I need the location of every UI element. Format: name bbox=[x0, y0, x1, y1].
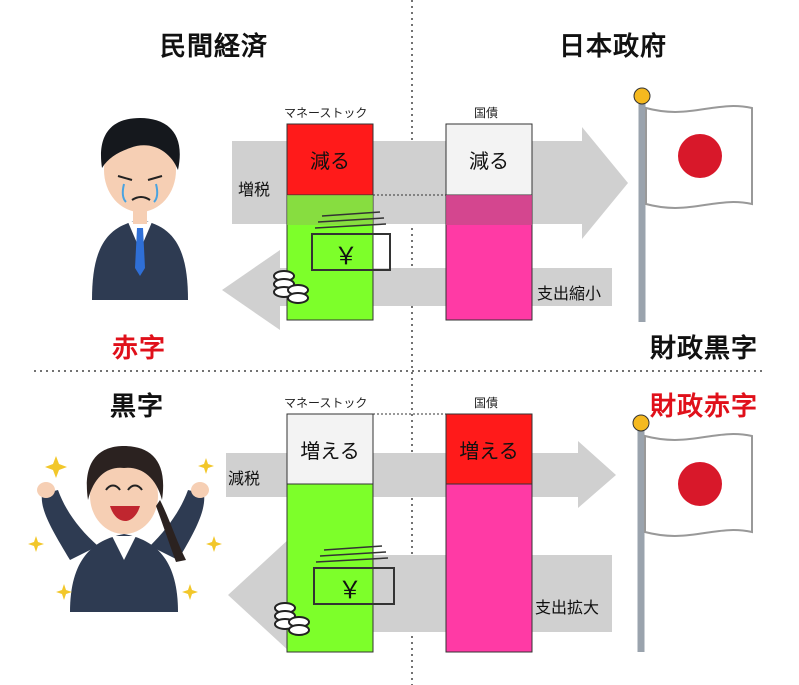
top-tax-label: 増税 bbox=[238, 180, 271, 199]
bottom-money-box-text: 増える bbox=[300, 438, 360, 463]
yen-symbol: ￥ bbox=[334, 242, 358, 270]
top-bond-overlap bbox=[446, 195, 532, 225]
top-money-reduced-box bbox=[286, 123, 374, 196]
top-bond-box-text: 減る bbox=[469, 149, 509, 173]
bottom-gov-status: 財政赤字 bbox=[650, 392, 759, 422]
top-gov-status: 財政黒字 bbox=[650, 334, 759, 364]
bottom-bond-bar bbox=[445, 483, 533, 653]
bottom-money-stock-label: マネーストック bbox=[284, 396, 368, 410]
sparkle-icon bbox=[28, 456, 222, 600]
top-money-stock-label: マネーストック bbox=[284, 106, 368, 120]
bottom-private-status: 黒字 bbox=[110, 392, 165, 422]
happy-businesswoman-icon bbox=[37, 446, 209, 612]
banknote-icon bbox=[313, 545, 395, 605]
coins-icon bbox=[273, 270, 309, 304]
private-economy-header: 民間経済 bbox=[160, 32, 269, 62]
bottom-spending-label: 支出拡大 bbox=[535, 598, 600, 617]
bottom-tax-arrow bbox=[226, 441, 616, 508]
bottom-tax-label: 減税 bbox=[228, 469, 261, 488]
banknote-icon bbox=[311, 211, 391, 271]
top-money-overlap bbox=[287, 195, 373, 225]
top-money-box-text: 減る bbox=[310, 149, 350, 173]
sad-businessman-icon bbox=[92, 118, 188, 300]
bottom-money-increase-box bbox=[286, 413, 374, 485]
bottom-bond-increase-box bbox=[445, 413, 533, 485]
top-bond-reduced-box bbox=[445, 123, 533, 196]
bottom-bond-label: 国債 bbox=[474, 396, 499, 410]
coins-icon bbox=[274, 602, 310, 636]
top-spending-label: 支出縮小 bbox=[537, 284, 602, 303]
bottom-bond-box-text: 増える bbox=[459, 438, 519, 463]
top-bond-label: 国債 bbox=[474, 106, 499, 120]
japan-government-header: 日本政府 bbox=[559, 32, 668, 62]
japan-flag-icon bbox=[632, 414, 753, 652]
yen-symbol: ￥ bbox=[338, 576, 362, 604]
japan-flag-icon bbox=[633, 87, 753, 322]
top-private-status: 赤字 bbox=[112, 334, 167, 364]
